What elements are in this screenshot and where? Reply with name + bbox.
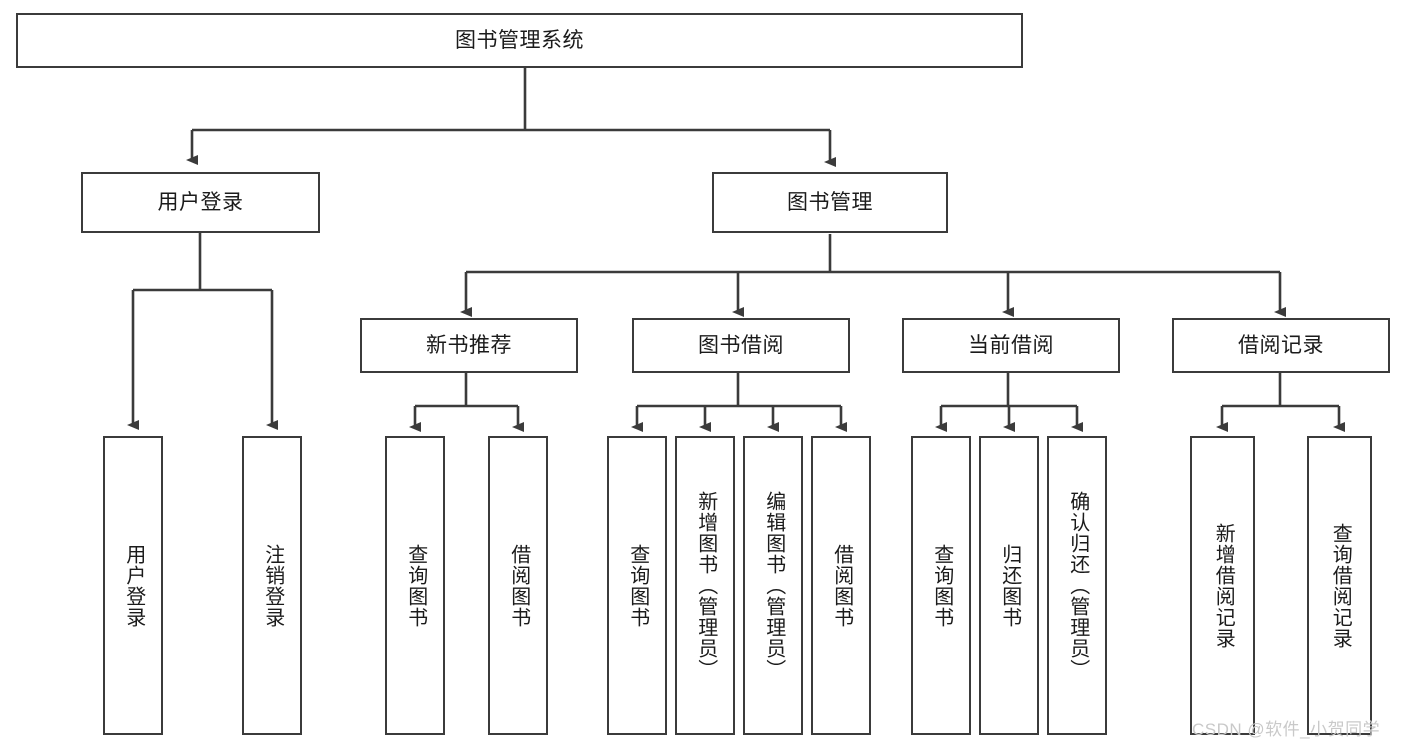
leaf-current-borrow-3[interactable]: 确认归还（管理员） [1047, 436, 1107, 735]
leaf-label: 查询图书 [626, 543, 649, 628]
node-user-login-label: 用户登录 [157, 190, 244, 214]
node-borrow-record-label: 借阅记录 [1238, 333, 1324, 357]
leaf-label: 查询借阅记录 [1329, 522, 1352, 649]
leaf-label: 借阅图书 [830, 543, 853, 628]
leaf-current-borrow-1[interactable]: 查询图书 [911, 436, 971, 735]
leaf-book-borrow-4[interactable]: 借阅图书 [811, 436, 871, 735]
node-book-manage[interactable]: 图书管理 [712, 172, 948, 233]
leaf-book-borrow-3[interactable]: 编辑图书（管理员） [743, 436, 803, 735]
leaf-label: 借阅图书 [507, 543, 530, 628]
leaf-label: 注销登录 [261, 543, 284, 628]
leaf-borrow-record-1[interactable]: 新增借阅记录 [1190, 436, 1255, 735]
node-book-borrow[interactable]: 图书借阅 [632, 318, 850, 373]
node-root[interactable]: 图书管理系统 [16, 13, 1023, 68]
node-current-borrow-label: 当前借阅 [968, 333, 1054, 357]
leaf-book-borrow-1[interactable]: 查询图书 [607, 436, 667, 735]
node-user-login[interactable]: 用户登录 [81, 172, 320, 233]
leaf-current-borrow-2[interactable]: 归还图书 [979, 436, 1039, 735]
node-current-borrow[interactable]: 当前借阅 [902, 318, 1120, 373]
node-new-book-recommend-label: 新书推荐 [426, 333, 512, 357]
leaf-label: 新增借阅记录 [1212, 522, 1235, 649]
leaf-label: 用户登录 [122, 543, 145, 628]
node-book-manage-label: 图书管理 [787, 190, 873, 214]
leaf-new-book-1[interactable]: 查询图书 [385, 436, 445, 735]
leaf-label: 归还图书 [998, 543, 1021, 628]
node-new-book-recommend[interactable]: 新书推荐 [360, 318, 578, 373]
leaf-label: 查询图书 [404, 543, 427, 628]
leaf-label: 查询图书 [930, 543, 953, 628]
leaf-borrow-record-2[interactable]: 查询借阅记录 [1307, 436, 1372, 735]
leaf-label: 新增图书（管理员） [694, 491, 717, 680]
leaf-book-borrow-2[interactable]: 新增图书（管理员） [675, 436, 735, 735]
leaf-new-book-2[interactable]: 借阅图书 [488, 436, 548, 735]
leaf-user-login-2[interactable]: 注销登录 [242, 436, 302, 735]
node-root-label: 图书管理系统 [455, 28, 584, 52]
leaf-user-login-1[interactable]: 用户登录 [103, 436, 163, 735]
leaf-label: 编辑图书（管理员） [762, 491, 785, 680]
node-book-borrow-label: 图书借阅 [698, 333, 784, 357]
leaf-label: 确认归还（管理员） [1066, 491, 1089, 680]
node-borrow-record[interactable]: 借阅记录 [1172, 318, 1390, 373]
watermark-text: CSDN @软件_小贺同学 [1192, 720, 1381, 739]
